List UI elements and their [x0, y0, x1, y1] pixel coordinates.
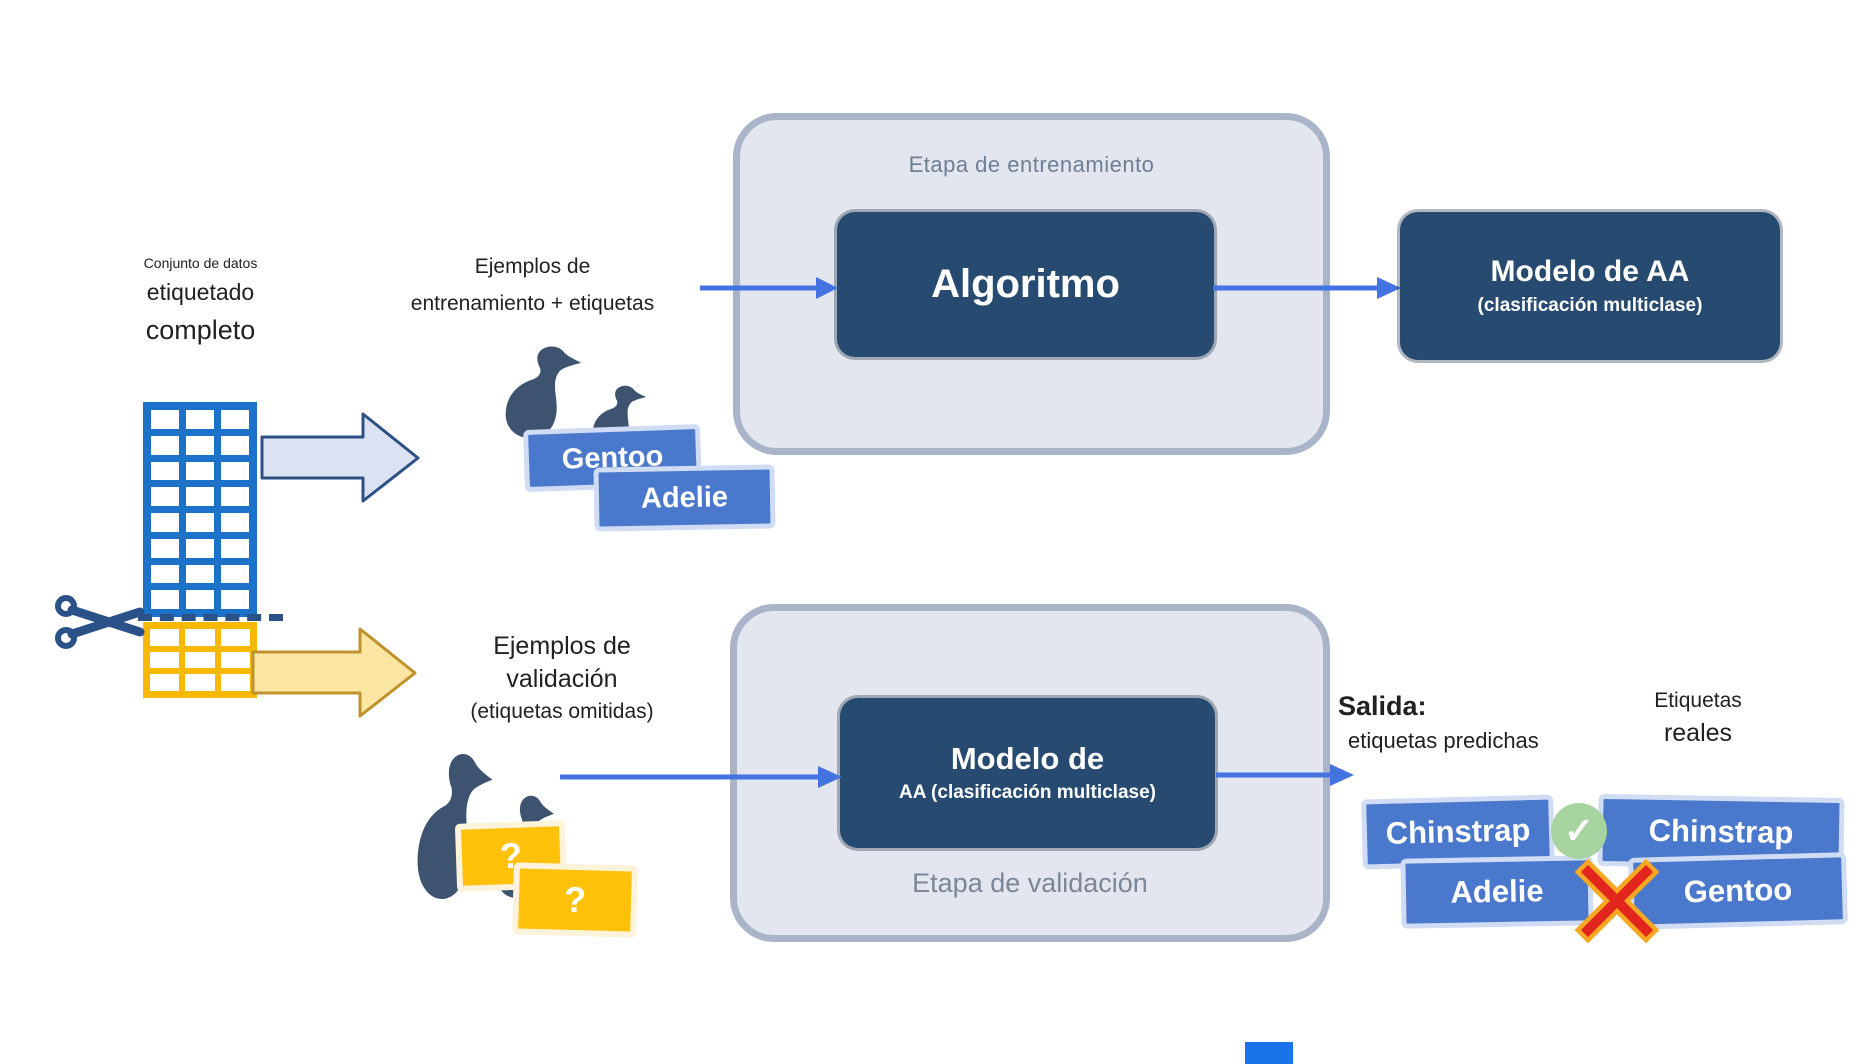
predicted-tag-adelie-label: Adelie [1450, 873, 1544, 910]
actual-tag-chinstrap-label: Chinstrap [1648, 812, 1794, 851]
tag-adelie-label: Adelie [640, 480, 729, 515]
dataset-table-holdout-icon [143, 622, 257, 698]
tag-unknown-2-label: ? [563, 878, 587, 921]
actual-tag-gentoo-label: Gentoo [1683, 871, 1793, 910]
ml-model-box-subtitle: (clasificación multiclase) [1477, 295, 1703, 316]
tag-unknown-2: ? [512, 862, 638, 938]
actual-labels-line2: reales [1663, 719, 1733, 747]
training-examples-label: Ejemplos de entrenamiento + etiquetas [375, 248, 690, 322]
training-examples-label-line2: entrenamiento + etiquetas [410, 292, 655, 315]
actual-labels-line1: Etiquetas [1654, 689, 1742, 712]
training-examples-label-line1: Ejemplos de [474, 255, 591, 278]
actual-labels-label: Etiquetas reales [1618, 686, 1778, 750]
split-arrow-training-icon [260, 412, 420, 503]
output-label: Salida: etiquetas predichas [1338, 686, 1588, 756]
validation-model-box-subtitle: AA (clasificación multiclase) [899, 782, 1156, 803]
validation-model-box-title: Modelo de [950, 741, 1105, 776]
dataset-caption-line3: completo [145, 315, 256, 345]
accent-bar [1245, 1042, 1293, 1064]
output-label-subtitle: etiquetas predichas [1348, 728, 1539, 753]
ml-model-box-title: Modelo de AA [1490, 255, 1690, 288]
actual-tag-gentoo: Gentoo [1628, 852, 1848, 930]
dataset-caption-line2: etiquetado [146, 279, 255, 305]
algorithm-box: Algoritmo [837, 212, 1214, 357]
arrow-model-output-icon [1216, 764, 1354, 786]
check-glyph: ✓ [1563, 810, 1595, 851]
tag-adelie: Adelie [593, 464, 776, 532]
arrow-into-validation-model-icon [560, 766, 842, 788]
validation-examples-label: Ejemplos de validación (etiquetas omitid… [402, 630, 722, 727]
validation-examples-label-line1: Ejemplos de [493, 632, 631, 660]
dataset-table-labeled-icon [143, 402, 257, 617]
validation-model-box: Modelo de AA (clasificación multiclase) [840, 698, 1215, 848]
algorithm-box-label: Algoritmo [931, 262, 1120, 306]
output-label-title: Salida: [1338, 691, 1427, 721]
cross-icon [1574, 858, 1660, 944]
split-arrow-validation-icon [251, 627, 417, 718]
validation-examples-label-line3: (etiquetas omitidas) [470, 700, 654, 723]
arrow-algorithm-to-model-icon [1213, 277, 1401, 299]
arrow-into-algorithm-icon [700, 277, 838, 299]
cut-dashed-line [138, 614, 283, 621]
validation-stage-title: Etapa de validación [912, 868, 1148, 898]
training-stage-box [733, 113, 1330, 455]
ml-model-box: Modelo de AA (clasificación multiclase) [1400, 212, 1780, 360]
dataset-caption: Conjunto de datos etiquetado completo [88, 252, 313, 350]
predicted-tag-adelie: Adelie [1400, 855, 1594, 929]
dataset-caption-line1: Conjunto de datos [143, 255, 258, 271]
scissors-icon [55, 595, 145, 649]
validation-examples-label-line2: validación [506, 665, 618, 693]
training-stage-title: Etapa de entrenamiento [908, 152, 1155, 177]
predicted-tag-chinstrap-label: Chinstrap [1385, 812, 1531, 851]
check-icon: ✓ [1551, 803, 1607, 859]
